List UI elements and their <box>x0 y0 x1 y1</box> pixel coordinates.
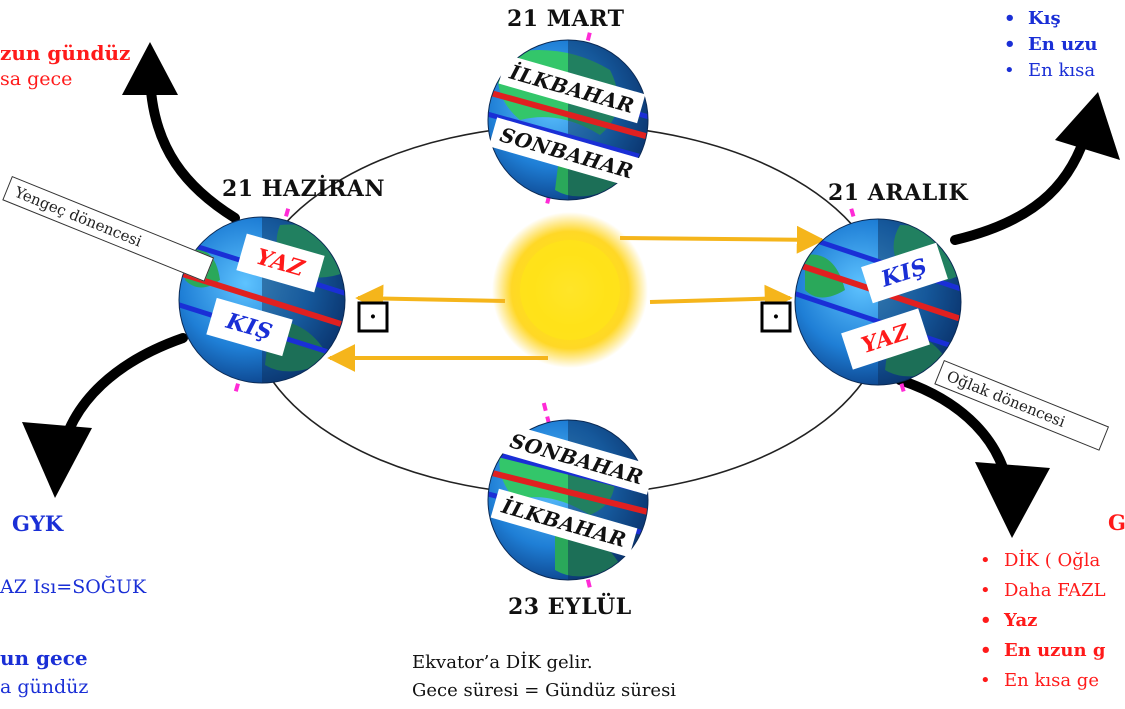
top-right-item-1: Kış <box>1006 6 1097 32</box>
date-mart: 21 MART <box>507 6 625 32</box>
arrow-bottom-left-head <box>22 422 92 498</box>
arrow-bottom-right-head <box>975 462 1050 538</box>
top-right-item-3: En kısa <box>1006 58 1097 84</box>
equinox-note-line1: Ekvator’a DİK gelir. <box>412 652 593 673</box>
right-angle-dot-aralik: · <box>772 304 780 330</box>
right-angle-box-haziran <box>357 301 389 333</box>
bottom-right-heading: G <box>1108 510 1125 535</box>
top-left-line2: sa gece <box>0 68 73 90</box>
top-right-list: Kış En uzu En kısa <box>1006 6 1097 84</box>
bottom-right-item-3: Yaz <box>982 606 1106 636</box>
bottom-right-list: DİK ( Oğla Daha FAZL Yaz En uzun g En kı… <box>982 546 1106 696</box>
globe-haziran <box>178 208 346 392</box>
bottom-right-item-2: Daha FAZL <box>982 576 1106 606</box>
bottom-left-heading: GYK <box>12 511 64 536</box>
bottom-right-item-5: En kısa ge <box>982 666 1106 696</box>
sunray-to-haziran-upper <box>355 284 506 313</box>
date-aralik: 21 ARALIK <box>828 180 969 206</box>
date-haziran: 21 HAZİRAN <box>222 176 385 202</box>
bottom-right-item-1: DİK ( Oğla <box>982 546 1106 576</box>
equinox-note-line2: Gece süresi = Gündüz süresi <box>412 680 677 701</box>
arrow-top-left-head <box>122 42 178 95</box>
arrow-top-left <box>145 65 240 223</box>
arrow-top-right-head <box>1055 92 1120 160</box>
sunray-to-aralik-upper <box>619 225 825 254</box>
top-left-line1: zun gündüz <box>0 41 131 65</box>
date-eylul: 23 EYLÜL <box>508 594 632 620</box>
right-angle-dot-haziran: · <box>369 304 377 330</box>
bottom-right-item-4: En uzun g <box>982 636 1106 666</box>
right-angle-box-aralik <box>760 301 792 333</box>
bottom-left-line2: un gece <box>0 646 88 670</box>
bottom-left-line1: AZ Isı=SOĞUK <box>0 576 147 598</box>
sun-core <box>520 240 620 340</box>
top-right-item-2: En uzu <box>1006 32 1097 58</box>
sunray-to-aralik-lower <box>649 284 793 313</box>
bottom-left-line3: a gündüz <box>0 676 89 698</box>
